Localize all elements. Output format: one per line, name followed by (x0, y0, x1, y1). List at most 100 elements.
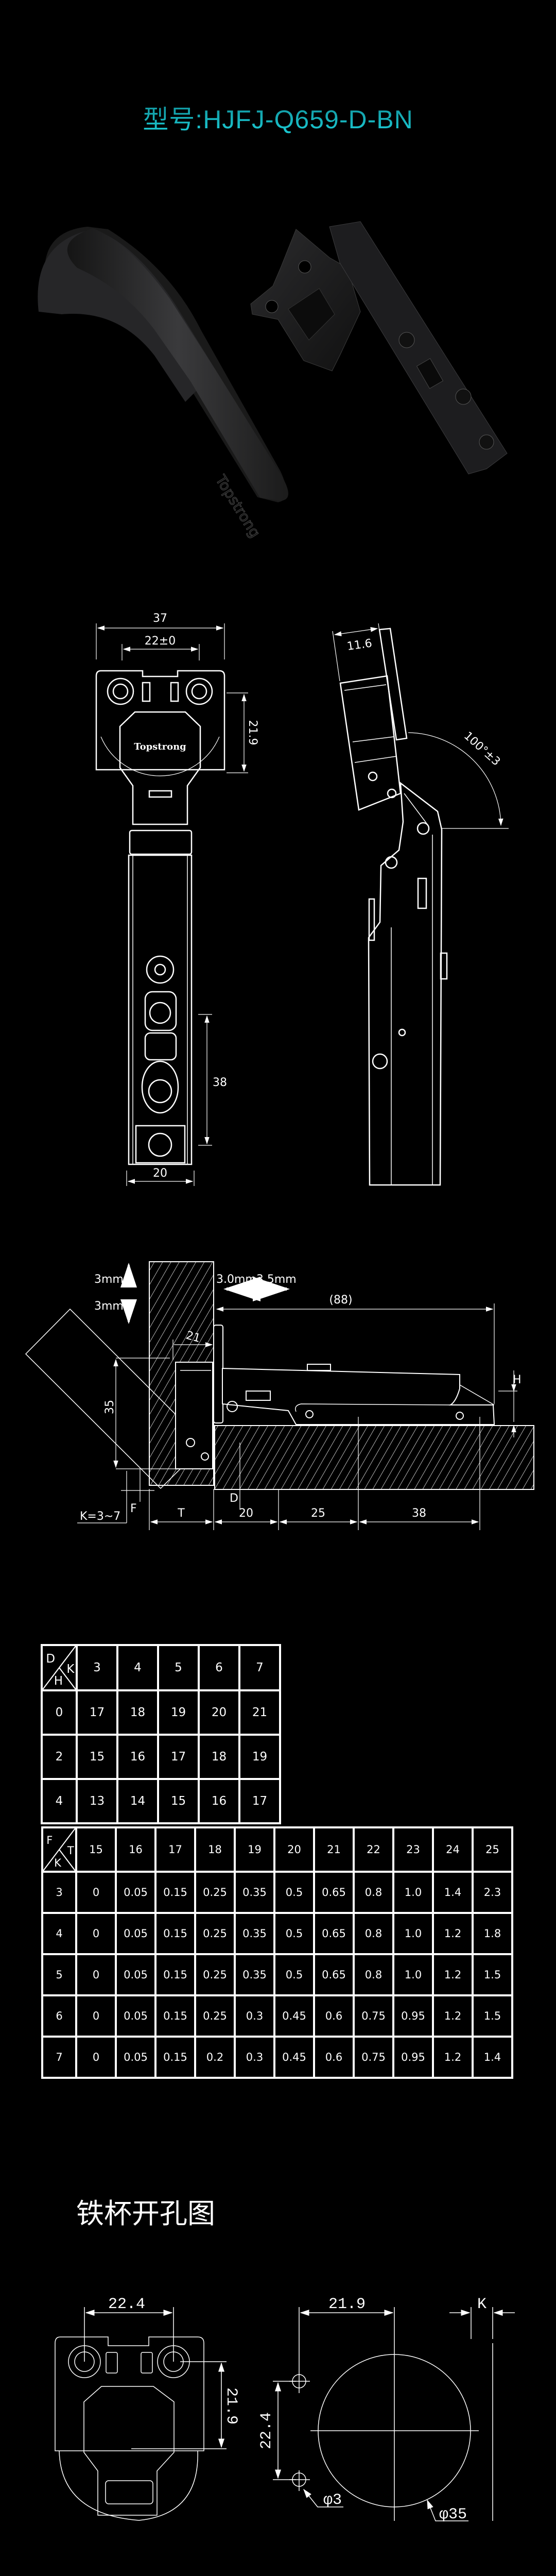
dim-opening-angle: 100°±3 (461, 730, 502, 769)
dim-arm-width-20: 20 (153, 1167, 167, 1180)
table-cell: 17 (76, 1689, 118, 1736)
table-cell: 0.25 (194, 1994, 236, 2038)
label-k-range: K=3~7 (80, 1510, 120, 1523)
table-cell: 0.3 (234, 1994, 275, 2038)
table-cell: 0.25 (194, 1953, 236, 1996)
corner-right: K (66, 1662, 75, 1676)
column-header: 16 (115, 1826, 157, 1873)
label-f: F (130, 1502, 137, 1515)
product-photos: Topstrong (38, 221, 508, 541)
column-header: 15 (75, 1826, 117, 1873)
drawing-logo: Topstrong (134, 741, 186, 752)
row-key: 3 (41, 1871, 77, 1914)
dim-35: 35 (103, 1400, 116, 1414)
front-view-drawing: 37 22±0 21.9 38 20 Topstrong (95, 612, 259, 1186)
label-depth-adjust: 3.0mm3.5mm (216, 1273, 297, 1286)
table-cell: 0.95 (392, 1994, 434, 2038)
label-screw-hole-diameter: φ3 (323, 2492, 342, 2509)
table-cell: 0.25 (194, 1912, 236, 1955)
table-cell: 0.05 (115, 1912, 157, 1955)
table-cell: 16 (198, 1778, 240, 1824)
column-header: 19 (234, 1826, 275, 1873)
table-cell: 20 (198, 1689, 240, 1736)
table-cell: 0.2 (194, 2036, 236, 2079)
dim-hole-spacing: 22±0 (145, 635, 176, 648)
label-cup-hole-diameter: φ35 (439, 2506, 467, 2523)
table-cell: 1.0 (392, 1912, 434, 1955)
column-header: 25 (472, 1826, 513, 1873)
dim-25: 25 (311, 1507, 325, 1520)
table-cell: 0.05 (115, 1953, 157, 1996)
column-header: 20 (273, 1826, 315, 1873)
row-key: 2 (41, 1734, 78, 1780)
table-cell: 0.8 (353, 1953, 394, 1996)
dim-overall-88: (88) (329, 1294, 352, 1307)
table-cell: 0.8 (353, 1912, 394, 1955)
cup-drawing: 22.4 21.9 (55, 2296, 240, 2521)
label-vertical-up: 3mm (94, 1273, 124, 1286)
table-cell: 0 (75, 1953, 117, 1996)
table-cell: 1.4 (472, 2036, 513, 2079)
corner-bottom: H (54, 1674, 63, 1688)
table-cell: 14 (116, 1778, 159, 1824)
dim-cup-hole-spacing: 22.4 (108, 2296, 145, 2313)
table-cell: 0.6 (313, 2036, 355, 2079)
table-cell: 0 (75, 1871, 117, 1914)
table-cell: 0.05 (115, 1871, 157, 1914)
column-header: 5 (157, 1644, 200, 1691)
table-cell: 0.05 (115, 1994, 157, 2038)
column-header: 24 (432, 1826, 474, 1873)
corner-top: D (46, 1652, 56, 1666)
column-header: 17 (154, 1826, 196, 1873)
row-key: 4 (41, 1912, 77, 1955)
column-header: 21 (313, 1826, 355, 1873)
table-cell: 0 (75, 1994, 117, 2038)
table-cell: 0 (75, 1912, 117, 1955)
row-key: 4 (41, 1778, 78, 1824)
table-cell: 1.8 (472, 1912, 513, 1955)
table-cell: 0.65 (313, 1912, 355, 1955)
table-cell: 13 (76, 1778, 118, 1824)
table-cell: 0.15 (154, 1994, 196, 2038)
table-cell: 18 (116, 1689, 159, 1736)
column-header: 3 (76, 1644, 118, 1691)
table-cell: 1.0 (392, 1953, 434, 1996)
door-open-outline (25, 1308, 206, 1489)
row-key: 5 (41, 1953, 77, 1996)
corner-diagonal (43, 1646, 76, 1689)
side-view-drawing: 11.6 100°±3 (332, 623, 509, 1186)
table-cell: 0.25 (194, 1871, 236, 1914)
table-cell: 0.95 (392, 2036, 434, 2079)
table-cell: 0.75 (353, 2036, 394, 2079)
table-cell: 16 (116, 1734, 159, 1780)
table-cell: 0.15 (154, 1871, 196, 1914)
table-cell: 1.2 (432, 1953, 474, 1996)
table-cell: 1.2 (432, 2036, 474, 2079)
dim-cup-depth: 11.6 (346, 637, 373, 653)
table-cell: 19 (238, 1734, 281, 1780)
column-header: 7 (238, 1644, 281, 1691)
cabinet-side-panel (214, 1425, 534, 1490)
hinge-body-photo (250, 221, 508, 474)
dim-screw-spacing: 22.4 (258, 2412, 275, 2449)
table-cell: 0.3 (234, 2036, 275, 2079)
table-cell: 0.45 (273, 1994, 315, 2038)
table-cell: 1.2 (432, 1912, 474, 1955)
dim-20: 20 (239, 1507, 253, 1520)
table-cell: 0.8 (353, 1871, 394, 1914)
dim-edge-distance: 21.9 (328, 2296, 366, 2313)
drilling-section-heading: 铁杯开孔图 (76, 2197, 215, 2230)
table-cell: 1.4 (432, 1871, 474, 1914)
table-cell: 1.5 (472, 1953, 513, 1996)
table-cell: 0.5 (273, 1953, 315, 1996)
dim-38: 38 (412, 1507, 426, 1520)
